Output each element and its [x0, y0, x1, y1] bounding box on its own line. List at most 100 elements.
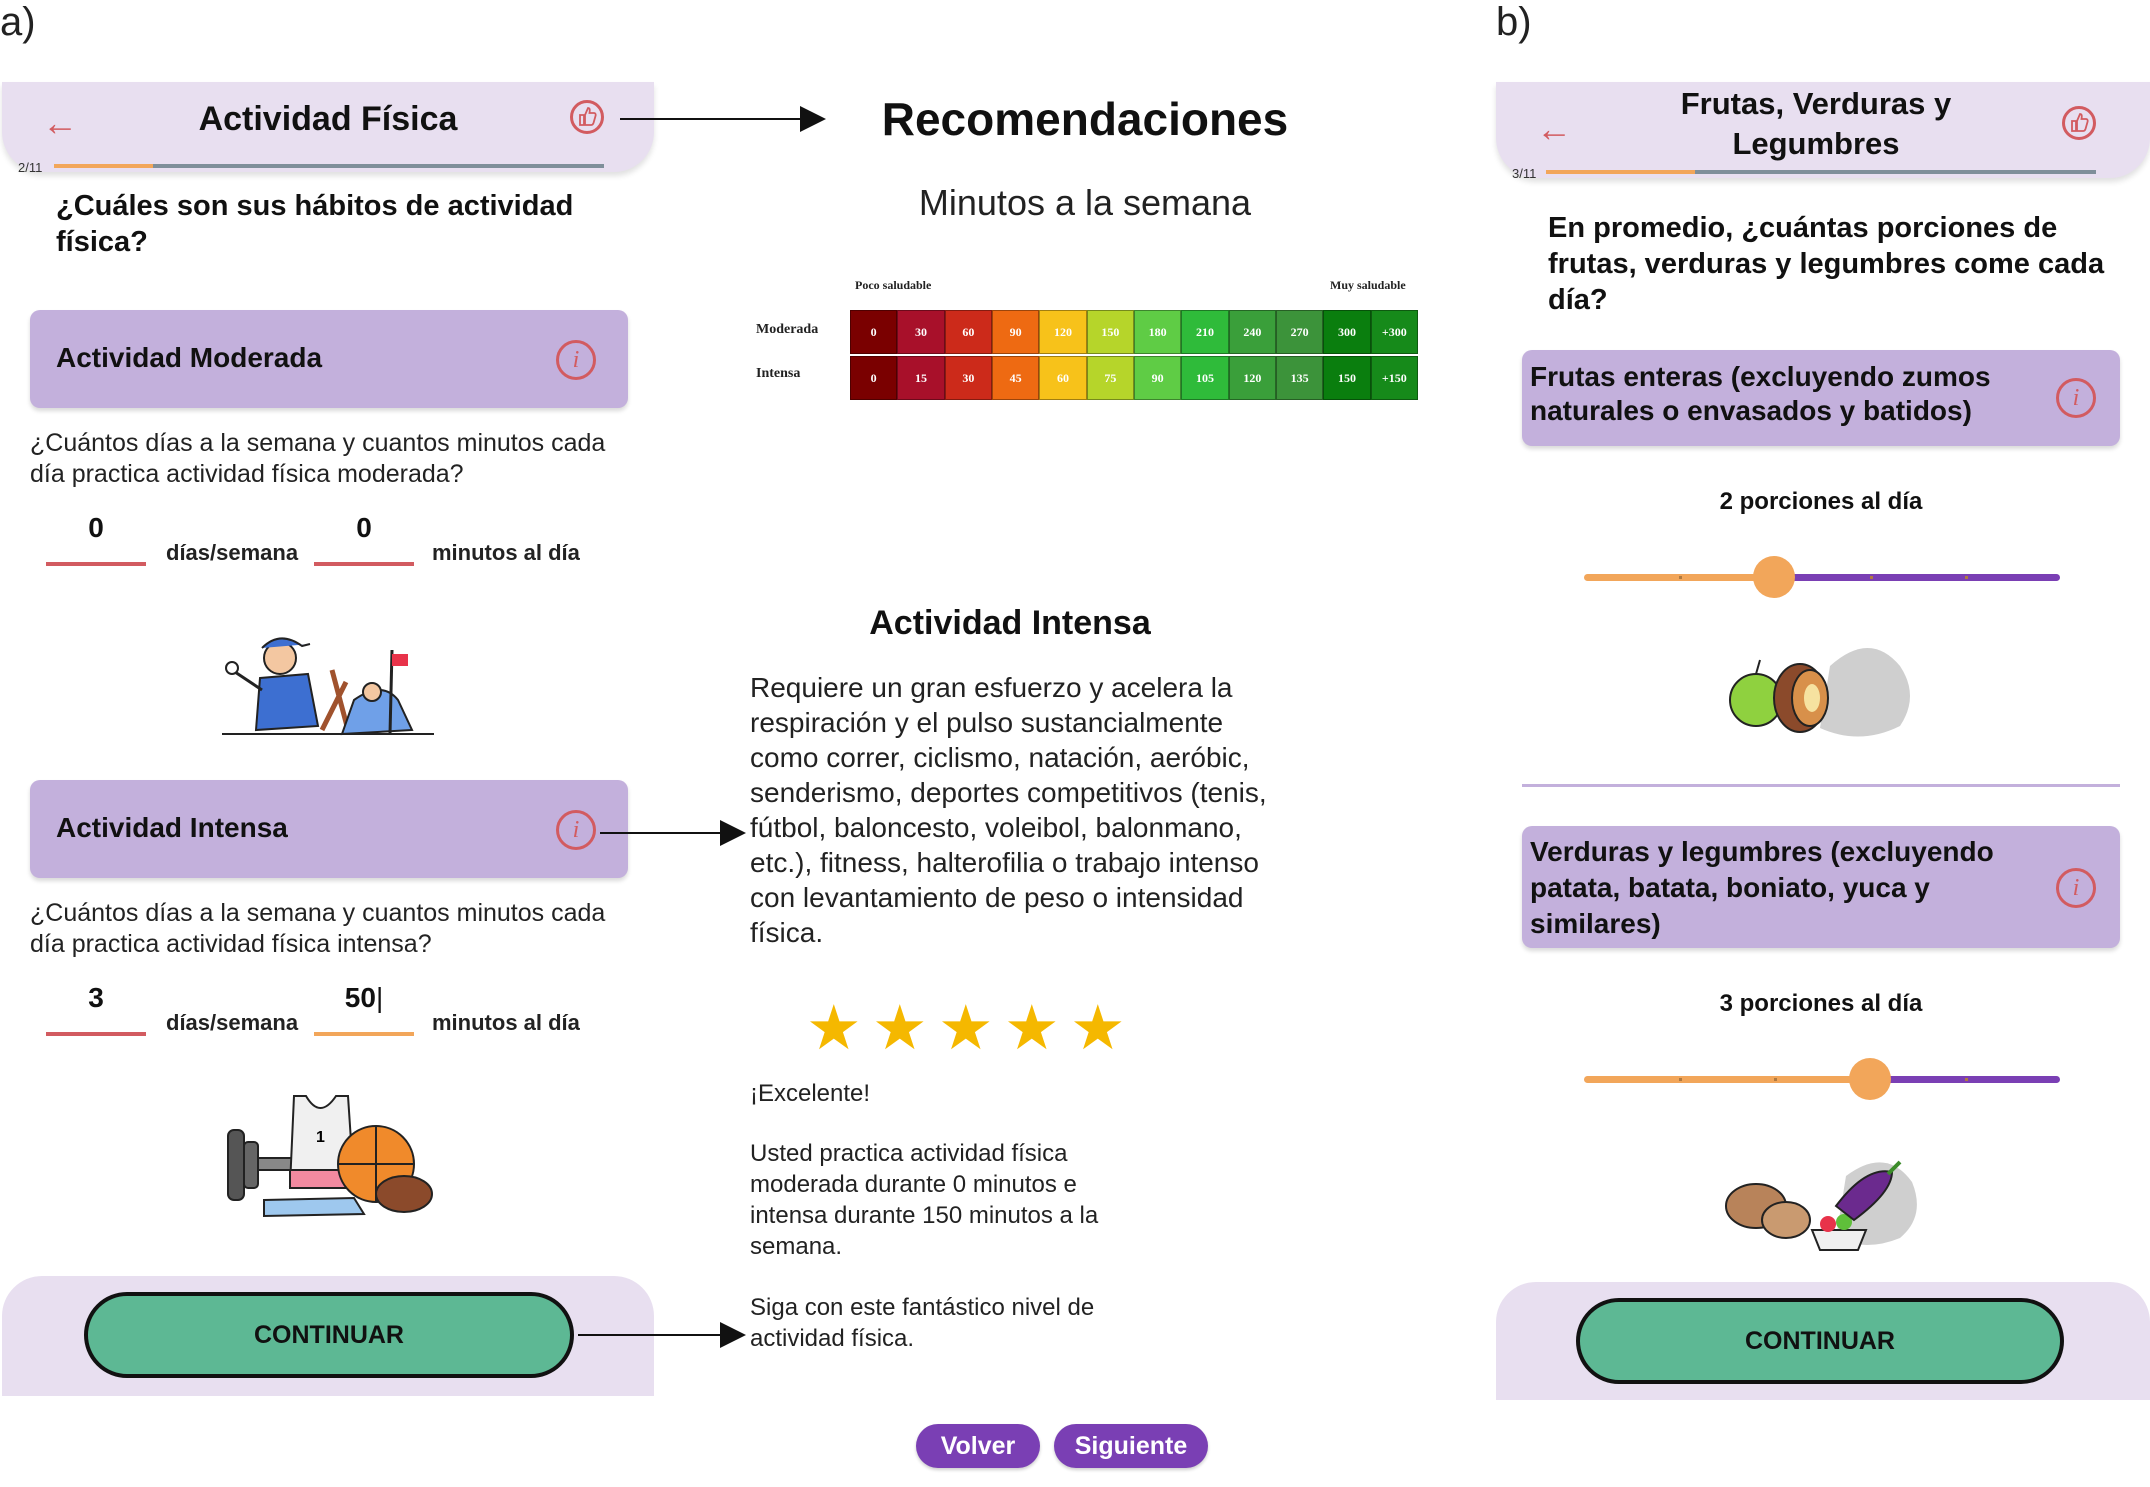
- slider-tick: [1869, 576, 1873, 579]
- intense-days-underline: [46, 1032, 146, 1036]
- row-label-moderada: Moderada: [756, 322, 819, 337]
- moderate-minutes-underline: [314, 562, 414, 566]
- slider-track-empty: [1774, 574, 2060, 581]
- scale-cell: 45: [992, 356, 1040, 400]
- fruits-slider[interactable]: [1584, 556, 2060, 600]
- scale-cell: 15: [897, 356, 945, 400]
- moderate-days-input[interactable]: 0: [88, 512, 104, 543]
- panel-b-label: b): [1496, 0, 1532, 44]
- scale-cell: 210: [1181, 310, 1229, 354]
- back-button[interactable]: Volver: [916, 1424, 1040, 1468]
- progress-fill: [1546, 170, 1695, 174]
- scale-cell: +150: [1370, 356, 1418, 400]
- progress-fill: [54, 164, 153, 168]
- scale-cell: 300: [1323, 310, 1371, 354]
- intense-info-description: Requiere un gran esfuerzo y acelera la r…: [750, 672, 1267, 948]
- star-icon: ★: [1070, 994, 1126, 1063]
- page-title: Actividad Física: [198, 100, 458, 138]
- scale-cell: 90: [1134, 356, 1182, 400]
- vegetables-slider-label: 3 porciones al día: [1719, 990, 1923, 1017]
- star-icon: ★: [1004, 994, 1060, 1063]
- thumbs-up-icon[interactable]: [570, 100, 604, 134]
- arrow-head: [720, 820, 746, 846]
- scale-cell: 270: [1276, 310, 1324, 354]
- info-icon[interactable]: i: [556, 810, 596, 850]
- continue-button[interactable]: CONTINUAR: [84, 1292, 574, 1378]
- slider-track-filled: [1584, 1076, 1870, 1083]
- intense-days-unit: días/semana: [166, 1010, 299, 1035]
- scale-cell: +300: [1370, 310, 1418, 354]
- scale-cell: 90: [992, 310, 1040, 354]
- slider-tick: [1679, 1078, 1683, 1081]
- scale-high-label: Muy saludable: [1330, 278, 1406, 292]
- slider-thumb[interactable]: [1753, 556, 1796, 598]
- svg-text:1: 1: [316, 1129, 325, 1146]
- info-icon[interactable]: i: [556, 340, 596, 380]
- intense-days-input[interactable]: 3: [88, 982, 104, 1013]
- slider-tick: [1964, 1078, 1968, 1081]
- moderate-activity-card[interactable]: Actividad Moderada i: [30, 310, 628, 408]
- fruits-card[interactable]: Frutas enteras (excluyendo zumos natural…: [1522, 350, 2120, 446]
- intense-info-title: Actividad Intensa: [869, 604, 1151, 642]
- vegetables-card[interactable]: Verduras y legumbres (excluyendo patata,…: [1522, 826, 2120, 948]
- scale-cell: 0: [850, 310, 898, 354]
- moderate-minutes-unit: minutos al día: [432, 540, 580, 565]
- scale-cell: 180: [1134, 310, 1182, 354]
- arrow-head: [800, 106, 826, 132]
- intense-minutes-unit: minutos al día: [432, 1010, 580, 1035]
- question-text: En promedio, ¿cuántas porciones de fruta…: [1548, 212, 2105, 316]
- fruits-title: Frutas enteras (excluyendo zumos natural…: [1530, 361, 1991, 426]
- arrow-line: [600, 832, 730, 834]
- scale-cell: 150: [1323, 356, 1371, 400]
- intense-minutes-input[interactable]: 50|: [344, 982, 384, 1013]
- moderate-days-unit: días/semana: [166, 540, 299, 565]
- sports-illustration: [222, 630, 434, 740]
- scale-cell: 120: [1228, 356, 1276, 400]
- rating-label: ¡Excelente!: [750, 1080, 871, 1107]
- intense-activity-card[interactable]: Actividad Intensa i: [30, 780, 628, 878]
- intense-minutes-value: 50: [344, 982, 376, 1013]
- scale-cell: 60: [944, 310, 992, 354]
- moderate-question: ¿Cuántos días a la semana y cuantos minu…: [30, 429, 606, 488]
- moderate-days-underline: [46, 562, 146, 566]
- fruits-illustration: [1720, 636, 1920, 746]
- progress-track: [1546, 170, 2096, 174]
- intense-activity-title: Actividad Intensa: [56, 812, 288, 843]
- slider-tick: [1964, 576, 1968, 579]
- summary-text: Usted practica actividad física moderada…: [750, 1140, 1099, 1260]
- scale-cell: 30: [897, 310, 945, 354]
- scale-cell: 240: [1228, 310, 1276, 354]
- slider-track-empty: [1869, 1076, 2060, 1083]
- progress-track: [54, 164, 604, 168]
- info-icon[interactable]: i: [2056, 868, 2096, 908]
- gym-equipment-illustration: 1: [224, 1090, 434, 1220]
- scale-cell: 150: [1086, 310, 1134, 354]
- arrow-line: [578, 1334, 730, 1336]
- thumbs-up-icon[interactable]: [2062, 106, 2096, 140]
- slider-thumb[interactable]: [1848, 1058, 1891, 1100]
- panel-a-label: a): [0, 0, 36, 44]
- question-text: ¿Cuáles son sus hábitos de actividad fís…: [56, 190, 574, 258]
- info-icon[interactable]: i: [2056, 378, 2096, 418]
- scale-cell: 60: [1039, 356, 1087, 400]
- scale-cell: 30: [944, 356, 992, 400]
- fruits-slider-label: 2 porciones al día: [1719, 488, 1923, 515]
- back-arrow-icon[interactable]: ←: [42, 102, 78, 143]
- arrow-head: [720, 1322, 746, 1348]
- row-label-intensa: Intensa: [756, 366, 801, 381]
- scale-cell: 0: [850, 356, 898, 400]
- moderate-minutes-input[interactable]: 0: [356, 512, 372, 543]
- slider-tick: [1774, 1078, 1778, 1081]
- progress-counter: 2/11: [18, 160, 43, 175]
- arrow-line: [620, 118, 810, 120]
- scale-cell: 105: [1181, 356, 1229, 400]
- intense-minutes-underline: [314, 1032, 414, 1036]
- intense-question: ¿Cuántos días a la semana y cuantos minu…: [30, 899, 606, 958]
- back-arrow-icon[interactable]: ←: [1536, 108, 1572, 149]
- vegetables-slider[interactable]: [1584, 1058, 2060, 1102]
- next-button[interactable]: Siguiente: [1054, 1424, 1208, 1468]
- scale-cell: 135: [1276, 356, 1324, 400]
- panel-b-footer: CONTINUAR: [1496, 1282, 2150, 1400]
- continue-button[interactable]: CONTINUAR: [1576, 1298, 2064, 1384]
- panel-b-header: ← Frutas, Verduras y Legumbres 3/11: [1496, 82, 2150, 181]
